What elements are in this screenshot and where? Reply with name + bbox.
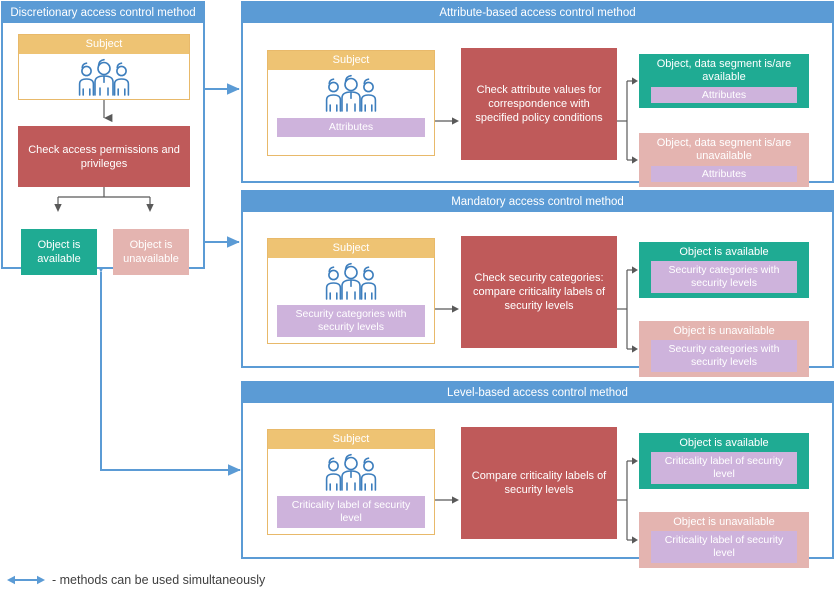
- level-outcome-available-chip: Criticality label of security level: [651, 452, 797, 484]
- level-outcome-available-title: Object is available: [679, 437, 769, 449]
- arrow-subject-to-process: [435, 305, 459, 313]
- arrow-process-to-outcomes: [617, 266, 638, 353]
- attribute-outcome-unavailable: Object, data segment is/are unavailable …: [639, 133, 809, 187]
- attribute-process-box: Check attribute values for correspondenc…: [461, 48, 617, 160]
- panel-attribute-based-access-control: Attribute-based access control method Su…: [241, 1, 834, 187]
- discretionary-outcome-unavailable: Object is unavailable: [113, 229, 189, 275]
- mandatory-outcome-available-title: Object is available: [679, 246, 769, 258]
- mandatory-outcome-available: Object is available Security categories …: [639, 242, 809, 298]
- panel-attribute-based-title: Attribute-based access control method: [243, 3, 832, 23]
- discretionary-outcome-available: Object is available: [21, 229, 97, 275]
- people-group-icon: [325, 262, 377, 300]
- arrow-process-to-outcomes: [54, 187, 154, 212]
- mandatory-outcome-unavailable: Object is unavailable Security categorie…: [639, 321, 809, 377]
- discretionary-subject-label: Subject: [19, 35, 189, 54]
- mandatory-subject-card: Subject Security categories with securit…: [267, 238, 435, 344]
- level-outcome-unavailable-title: Object is unavailable: [673, 516, 775, 528]
- level-outcome-unavailable: Object is unavailable Criticality label …: [639, 512, 809, 568]
- arrow-process-to-outcomes: [617, 457, 638, 544]
- panel-mandatory-access-control: Mandatory access control method Subject: [241, 190, 834, 377]
- mandatory-subject-label: Subject: [268, 239, 434, 258]
- panel-level-based-access-control: Level-based access control method Subjec…: [241, 381, 834, 568]
- legend-text: - methods can be used simultaneously: [52, 573, 266, 587]
- attribute-outcome-unavailable-chip: Attributes: [651, 166, 797, 182]
- mandatory-outcome-available-chip: Security categories with security levels: [651, 261, 797, 293]
- attribute-subject-label: Subject: [268, 51, 434, 70]
- attribute-outcome-unavailable-title: Object, data segment is/are unavailable: [656, 137, 792, 162]
- level-outcome-unavailable-chip: Criticality label of security level: [651, 531, 797, 563]
- discretionary-process-box: Check access permissions and privileges: [18, 126, 190, 187]
- level-subject-label: Subject: [268, 430, 434, 449]
- mandatory-subject-chip: Security categories with security levels: [277, 305, 425, 337]
- mandatory-process-box: Check security categories: compare criti…: [461, 236, 617, 348]
- panel-mandatory-title: Mandatory access control method: [243, 192, 832, 212]
- attribute-subject-card: Subject Attributes: [267, 50, 435, 156]
- level-subject-chip: Criticality label of security level: [277, 496, 425, 528]
- attribute-outcome-available-title: Object, data segment is/are available: [656, 58, 792, 83]
- connector-discretionary-levelbased: [95, 260, 241, 476]
- panel-discretionary-access-control: Discretionary access control method Subj…: [1, 1, 205, 275]
- attribute-outcome-available-chip: Attributes: [651, 87, 797, 103]
- people-group-icon: [325, 74, 377, 112]
- attribute-subject-chip: Attributes: [277, 118, 425, 137]
- mandatory-outcome-unavailable-title: Object is unavailable: [673, 325, 775, 337]
- discretionary-subject-card: Subject: [18, 34, 190, 100]
- people-group-icon: [325, 453, 377, 491]
- arrow-subject-to-process: [103, 100, 113, 123]
- double-headed-arrow-icon: [7, 575, 45, 585]
- level-outcome-available: Object is available Criticality label of…: [639, 433, 809, 489]
- panel-discretionary-title: Discretionary access control method: [3, 3, 203, 23]
- level-subject-card: Subject Criticality label of security le…: [267, 429, 435, 535]
- attribute-outcome-available: Object, data segment is/are available At…: [639, 54, 809, 108]
- arrow-subject-to-process: [435, 117, 459, 125]
- level-process-box: Compare criticality labels of security l…: [461, 427, 617, 539]
- panel-level-based-title: Level-based access control method: [243, 383, 832, 403]
- mandatory-outcome-unavailable-chip: Security categories with security levels: [651, 340, 797, 372]
- arrow-subject-to-process: [435, 496, 459, 504]
- arrow-process-to-outcomes: [617, 77, 638, 164]
- people-group-icon: [78, 58, 130, 96]
- legend: - methods can be used simultaneously: [5, 570, 405, 590]
